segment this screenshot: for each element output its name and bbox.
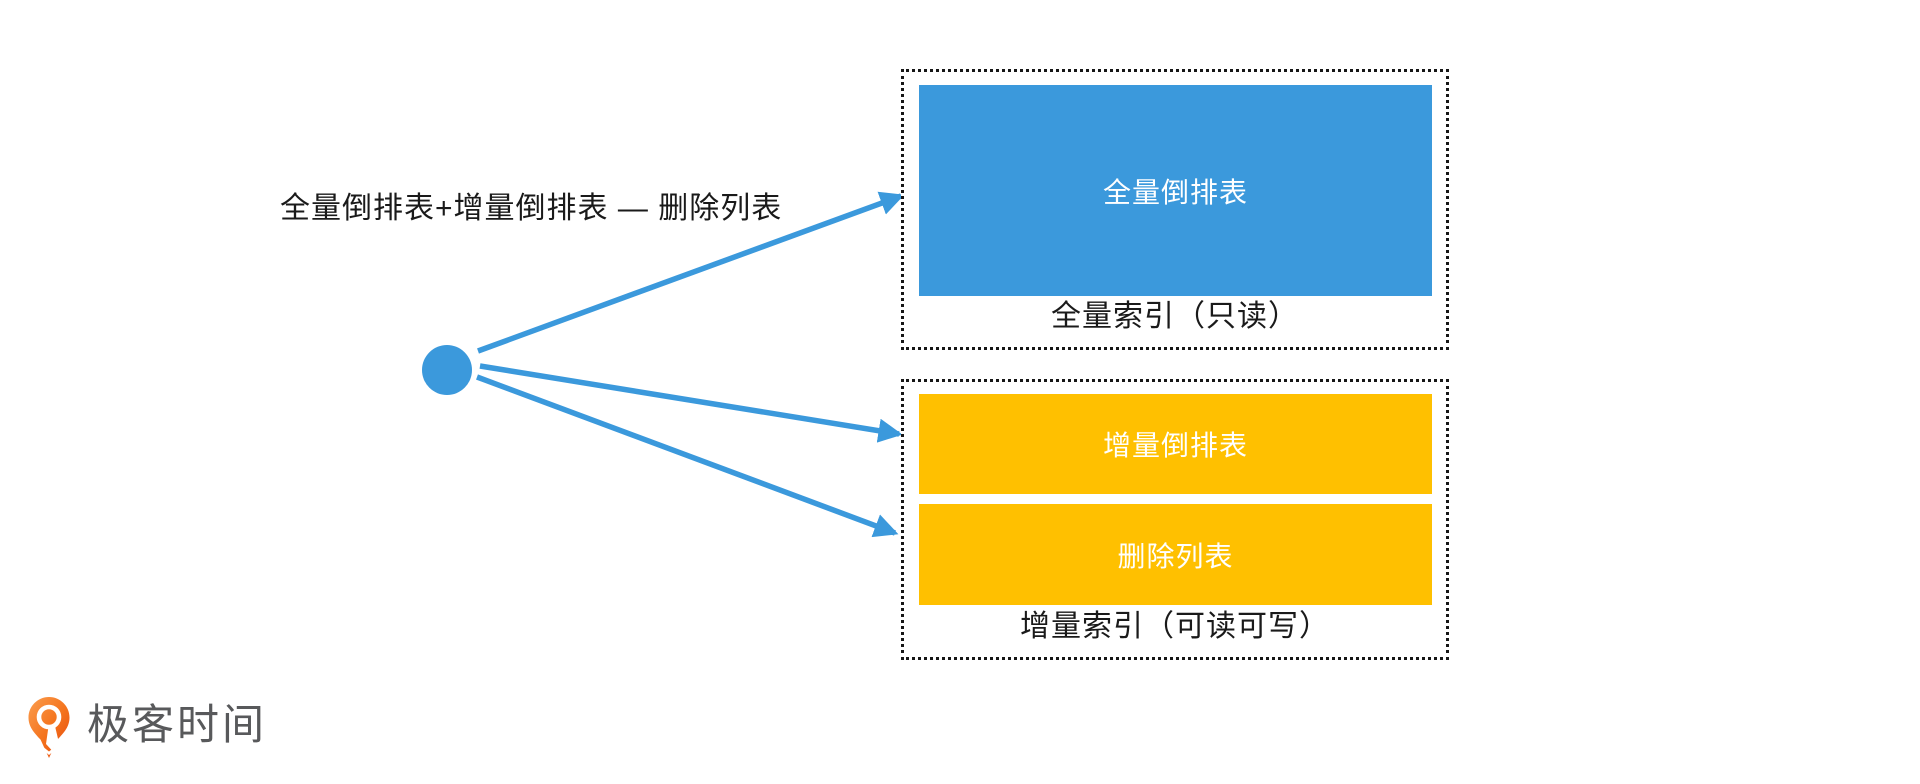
arrow-to-deletion-list	[476, 374, 899, 538]
geektime-logo-text: 极客时间	[87, 700, 268, 748]
formula-label: 全量倒排表+增量倒排表 — 删除列表	[280, 192, 783, 225]
full-inverted-list-block: 全量倒排表	[919, 85, 1432, 296]
full-index-group: 全量倒排表 全量索引（只读）	[901, 69, 1449, 350]
incremental-index-group: 增量倒排表 删除列表 增量索引（可读可写）	[901, 379, 1449, 660]
incremental-inverted-list-block: 增量倒排表	[919, 394, 1432, 494]
source-node-circle	[422, 345, 472, 395]
deletion-list-block: 删除列表	[919, 504, 1432, 605]
arrow-to-full-index	[477, 191, 905, 354]
geektime-logo: 极客时间	[28, 696, 267, 759]
full-index-caption: 全量索引（只读）	[1051, 300, 1299, 333]
geektime-logo-icon	[28, 697, 70, 758]
incremental-index-caption: 增量索引（可读可写）	[1020, 610, 1330, 643]
arrow-to-incremental-list	[479, 363, 903, 443]
